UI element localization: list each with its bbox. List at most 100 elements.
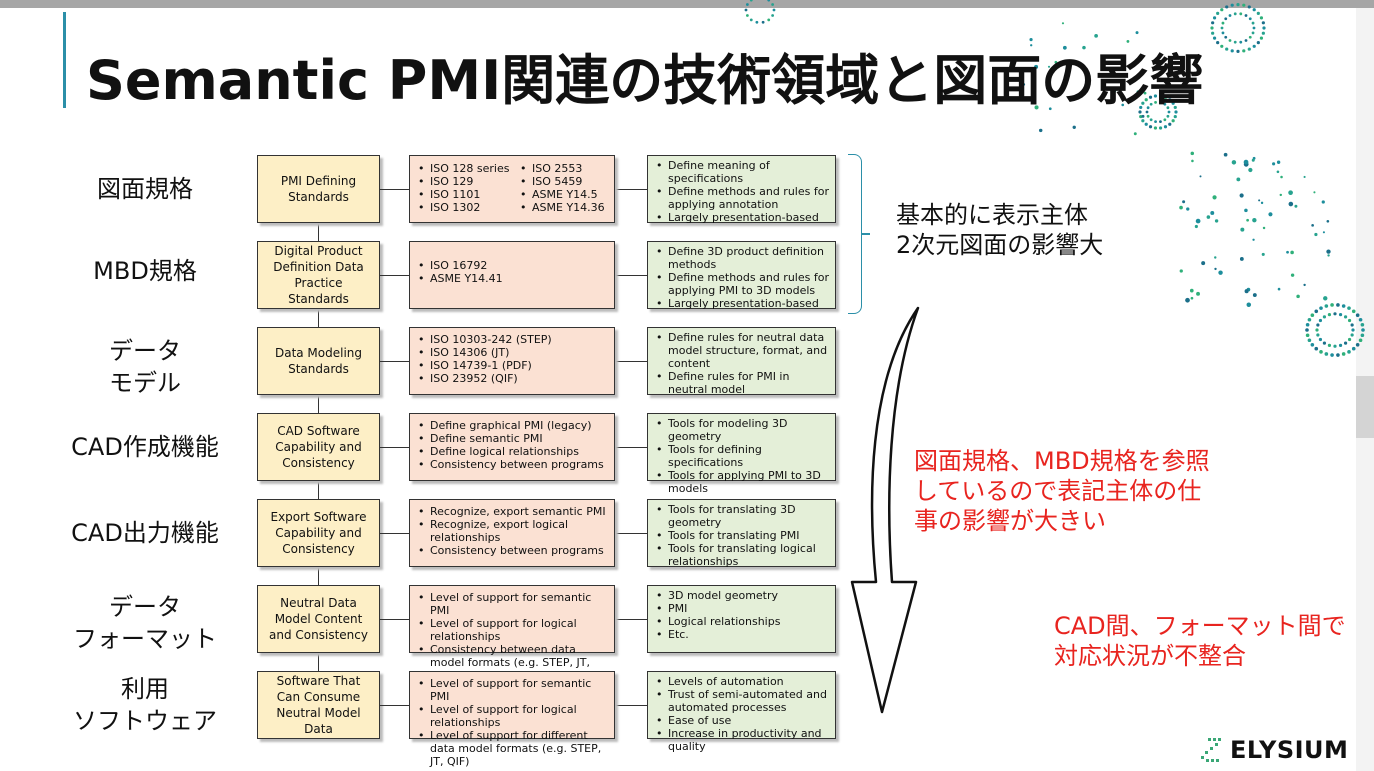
category-box: Digital Product Definition Data Practice… bbox=[257, 241, 380, 309]
bullet-list: ISO 16792ASME Y14.41 bbox=[410, 259, 503, 285]
category-box: Neutral Data Model Content and Consisten… bbox=[257, 585, 380, 653]
scrollbar-thumb[interactable] bbox=[1356, 376, 1374, 438]
standards-content: Define graphical PMI (legacy)Define sema… bbox=[410, 414, 614, 471]
note-drawing-impact: 図面規格、MBD規格を参照 しているので表記主体の仕 事の影響が大きい bbox=[914, 447, 1210, 535]
horizontal-connector bbox=[615, 189, 648, 190]
bullet-item: ISO 10303-242 (STEP) bbox=[418, 333, 610, 346]
bullet-item: Recognize, export logical relationships bbox=[418, 518, 610, 544]
bullet-item: Tools for applying PMI to 3D models bbox=[656, 469, 831, 495]
standards-box: Level of support for semantic PMILevel o… bbox=[409, 671, 615, 768]
row-label-line: モデル bbox=[109, 369, 181, 397]
bullet-item: ISO 2553 bbox=[520, 162, 614, 175]
horizontal-connector bbox=[615, 275, 648, 276]
scrollbar[interactable] bbox=[1356, 8, 1374, 771]
standards-content: ISO 10303-242 (STEP)ISO 14306 (JT)ISO 14… bbox=[410, 328, 614, 385]
bullet-item: Define methods and rules for applying PM… bbox=[656, 271, 831, 297]
description-box: Tools for translating 3D geometryTools f… bbox=[647, 499, 836, 568]
bullet-item: Logical relationships bbox=[656, 615, 831, 628]
horizontal-connector bbox=[380, 361, 410, 362]
bullet-list: Define graphical PMI (legacy)Define sema… bbox=[410, 419, 610, 471]
category-box-label: Software That Can Consume Neutral Model … bbox=[276, 674, 361, 736]
row-label-line: CAD作成機能 bbox=[71, 433, 219, 461]
bullet-list: Define meaning of specificationsDefine m… bbox=[648, 159, 831, 224]
standards-content: Recognize, export semantic PMIRecognize,… bbox=[410, 500, 614, 557]
row-label: 図面規格 bbox=[55, 173, 235, 205]
bullet-item: Recognize, export semantic PMI bbox=[418, 505, 610, 518]
description-content: Define meaning of specificationsDefine m… bbox=[648, 156, 835, 224]
horizontal-connector bbox=[615, 361, 648, 362]
bullet-list: ISO 128 seriesISO 129ISO 1101ISO 1302 bbox=[410, 162, 512, 214]
horizontal-connector bbox=[380, 533, 410, 534]
bullet-list: Recognize, export semantic PMIRecognize,… bbox=[410, 505, 610, 557]
bullet-item: ASME Y14.36 bbox=[520, 201, 614, 214]
bullet-item: ISO 14739-1 (PDF) bbox=[418, 359, 610, 372]
row-label: CAD作成機能 bbox=[55, 431, 235, 463]
note-inconsistency: CAD間、フォーマット間で 対応状況が不整合 bbox=[1054, 612, 1346, 670]
category-box-label: Data Modeling Standards bbox=[274, 346, 363, 376]
down-arrow-icon bbox=[850, 306, 920, 714]
bullet-item: Tools for modeling 3D geometry bbox=[656, 417, 831, 443]
horizontal-connector bbox=[615, 619, 648, 620]
category-box: CAD Software Capability and Consistency bbox=[257, 413, 380, 481]
title-accent-rule bbox=[63, 12, 66, 108]
category-box-label: Neutral Data Model Content and Consisten… bbox=[269, 596, 368, 642]
bullet-item: ISO 1101 bbox=[418, 188, 512, 201]
bullet-list: Tools for modeling 3D geometryTools for … bbox=[648, 417, 831, 495]
horizontal-connector bbox=[380, 275, 410, 276]
bullet-item: Largely presentation-based bbox=[656, 211, 831, 224]
bullet-list: ISO 10303-242 (STEP)ISO 14306 (JT)ISO 14… bbox=[410, 333, 610, 385]
bullet-list: Level of support for semantic PMILevel o… bbox=[410, 677, 610, 768]
standards-columns: ISO 128 seriesISO 129ISO 1101ISO 1302ISO… bbox=[410, 156, 614, 214]
standards-box: Level of support for semantic PMILevel o… bbox=[409, 585, 615, 682]
description-content: Define 3D product definition methodsDefi… bbox=[648, 242, 835, 310]
logo-wordmark: ELYSIUM bbox=[1230, 736, 1349, 764]
standards-box: Recognize, export semantic PMIRecognize,… bbox=[409, 499, 615, 567]
row-label-line: フォーマット bbox=[73, 625, 217, 653]
row-label: データフォーマット bbox=[55, 591, 235, 655]
bullet-item: Consistency between programs bbox=[418, 544, 610, 557]
row-label-line: データ bbox=[109, 593, 181, 621]
bullet-item: Level of support for different data mode… bbox=[418, 729, 610, 768]
page-title: Semantic PMI関連の技術領域と図面の影響 bbox=[86, 49, 1204, 112]
bullet-item: Level of support for logical relationshi… bbox=[418, 703, 610, 729]
bullet-item: Increase in productivity and quality bbox=[656, 727, 831, 753]
description-content: Tools for modeling 3D geometryTools for … bbox=[648, 414, 835, 495]
bullet-item: Levels of automation bbox=[656, 675, 831, 688]
bullet-list: Levels of automationTrust of semi-automa… bbox=[648, 675, 831, 753]
description-box: Define 3D product definition methodsDefi… bbox=[647, 241, 836, 310]
horizontal-connector bbox=[615, 447, 648, 448]
bullet-item: Define meaning of specifications bbox=[656, 159, 831, 185]
bullet-list: ISO 2553ISO 5459ASME Y14.5ASME Y14.36 bbox=[512, 162, 614, 214]
bullet-item: ASME Y14.5 bbox=[520, 188, 614, 201]
horizontal-connector bbox=[380, 189, 410, 190]
horizontal-connector bbox=[615, 533, 648, 534]
description-content: Levels of automationTrust of semi-automa… bbox=[648, 672, 835, 753]
elysium-mark-icon bbox=[1201, 738, 1221, 762]
bullet-item: Trust of semi-automated and automated pr… bbox=[656, 688, 831, 714]
bullet-item: Define 3D product definition methods bbox=[656, 245, 831, 271]
description-box: 3D model geometryPMILogical relationship… bbox=[647, 585, 836, 653]
bullet-list: Define 3D product definition methodsDefi… bbox=[648, 245, 831, 310]
description-content: Tools for translating 3D geometryTools f… bbox=[648, 500, 835, 568]
bullet-item: ISO 1302 bbox=[418, 201, 512, 214]
row-label-line: ソフトウェア bbox=[73, 707, 217, 735]
bullet-item: Define semantic PMI bbox=[418, 432, 610, 445]
row-label-line: MBD規格 bbox=[93, 257, 197, 285]
description-box: Tools for modeling 3D geometryTools for … bbox=[647, 413, 836, 495]
bullet-item: ISO 23952 (QIF) bbox=[418, 372, 610, 385]
top-bar bbox=[0, 0, 1374, 8]
standards-box: ISO 128 seriesISO 129ISO 1101ISO 1302ISO… bbox=[409, 155, 615, 223]
bullet-item: Define rules for neutral data model stru… bbox=[656, 331, 831, 370]
category-box: Data Modeling Standards bbox=[257, 327, 380, 395]
bullet-item: ISO 128 series bbox=[418, 162, 512, 175]
category-box-label: CAD Software Capability and Consistency bbox=[275, 424, 362, 470]
bullet-item: Tools for translating logical relationsh… bbox=[656, 542, 831, 568]
bullet-list: Level of support for semantic PMILevel o… bbox=[410, 591, 610, 682]
bullet-item: Largely presentation-based bbox=[656, 297, 831, 310]
note-presentation-based: 基本的に表示主体 2次元図面の影響大 bbox=[896, 201, 1104, 259]
bullet-list: 3D model geometryPMILogical relationship… bbox=[648, 589, 831, 641]
row-label-line: 利用 bbox=[121, 675, 169, 703]
row-label-line: CAD出力機能 bbox=[71, 519, 219, 547]
category-box: PMI Defining Standards bbox=[257, 155, 380, 223]
bullet-item: Ease of use bbox=[656, 714, 831, 727]
